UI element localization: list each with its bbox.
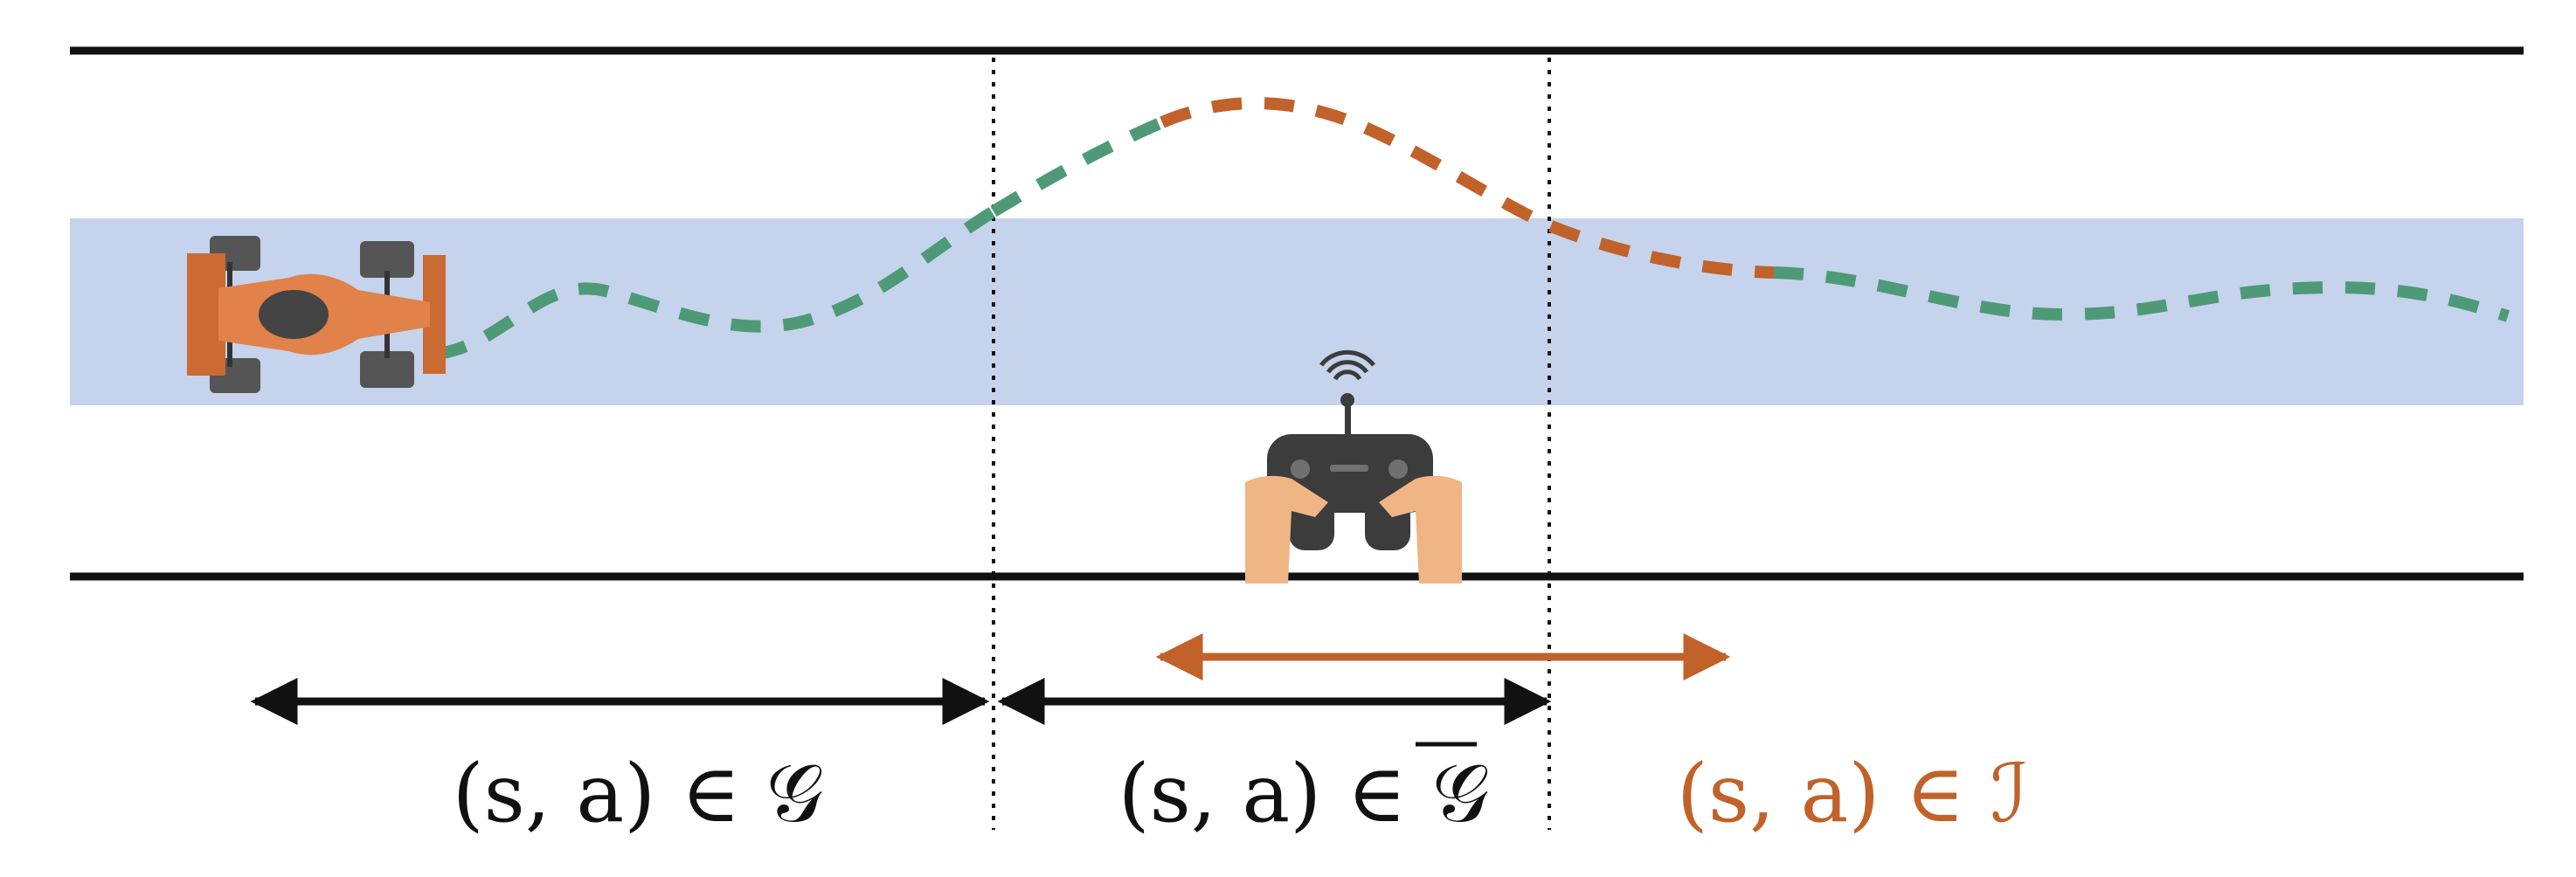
lane-band <box>70 218 2524 405</box>
wifi-signal-icon <box>1319 349 1375 381</box>
label-region-g: (s, a) ∈ 𝒢 <box>453 747 823 840</box>
trajectory-orange-intervention <box>1160 97 1775 279</box>
trajectory-green-start <box>435 206 997 360</box>
trajectory-green-end <box>1773 266 2510 322</box>
svg-text:(s, a) ∈ 𝒢: (s, a) ∈ 𝒢 <box>1118 747 1489 840</box>
trajectory-green-mid <box>990 116 1165 217</box>
remote-controller-icon <box>1245 349 1462 584</box>
label-region-g-bar: (s, a) ∈ 𝒢 <box>1118 742 1489 840</box>
race-car-icon <box>187 236 446 393</box>
label-region-i: (s, a) ∈ ℐ <box>1677 747 2028 840</box>
